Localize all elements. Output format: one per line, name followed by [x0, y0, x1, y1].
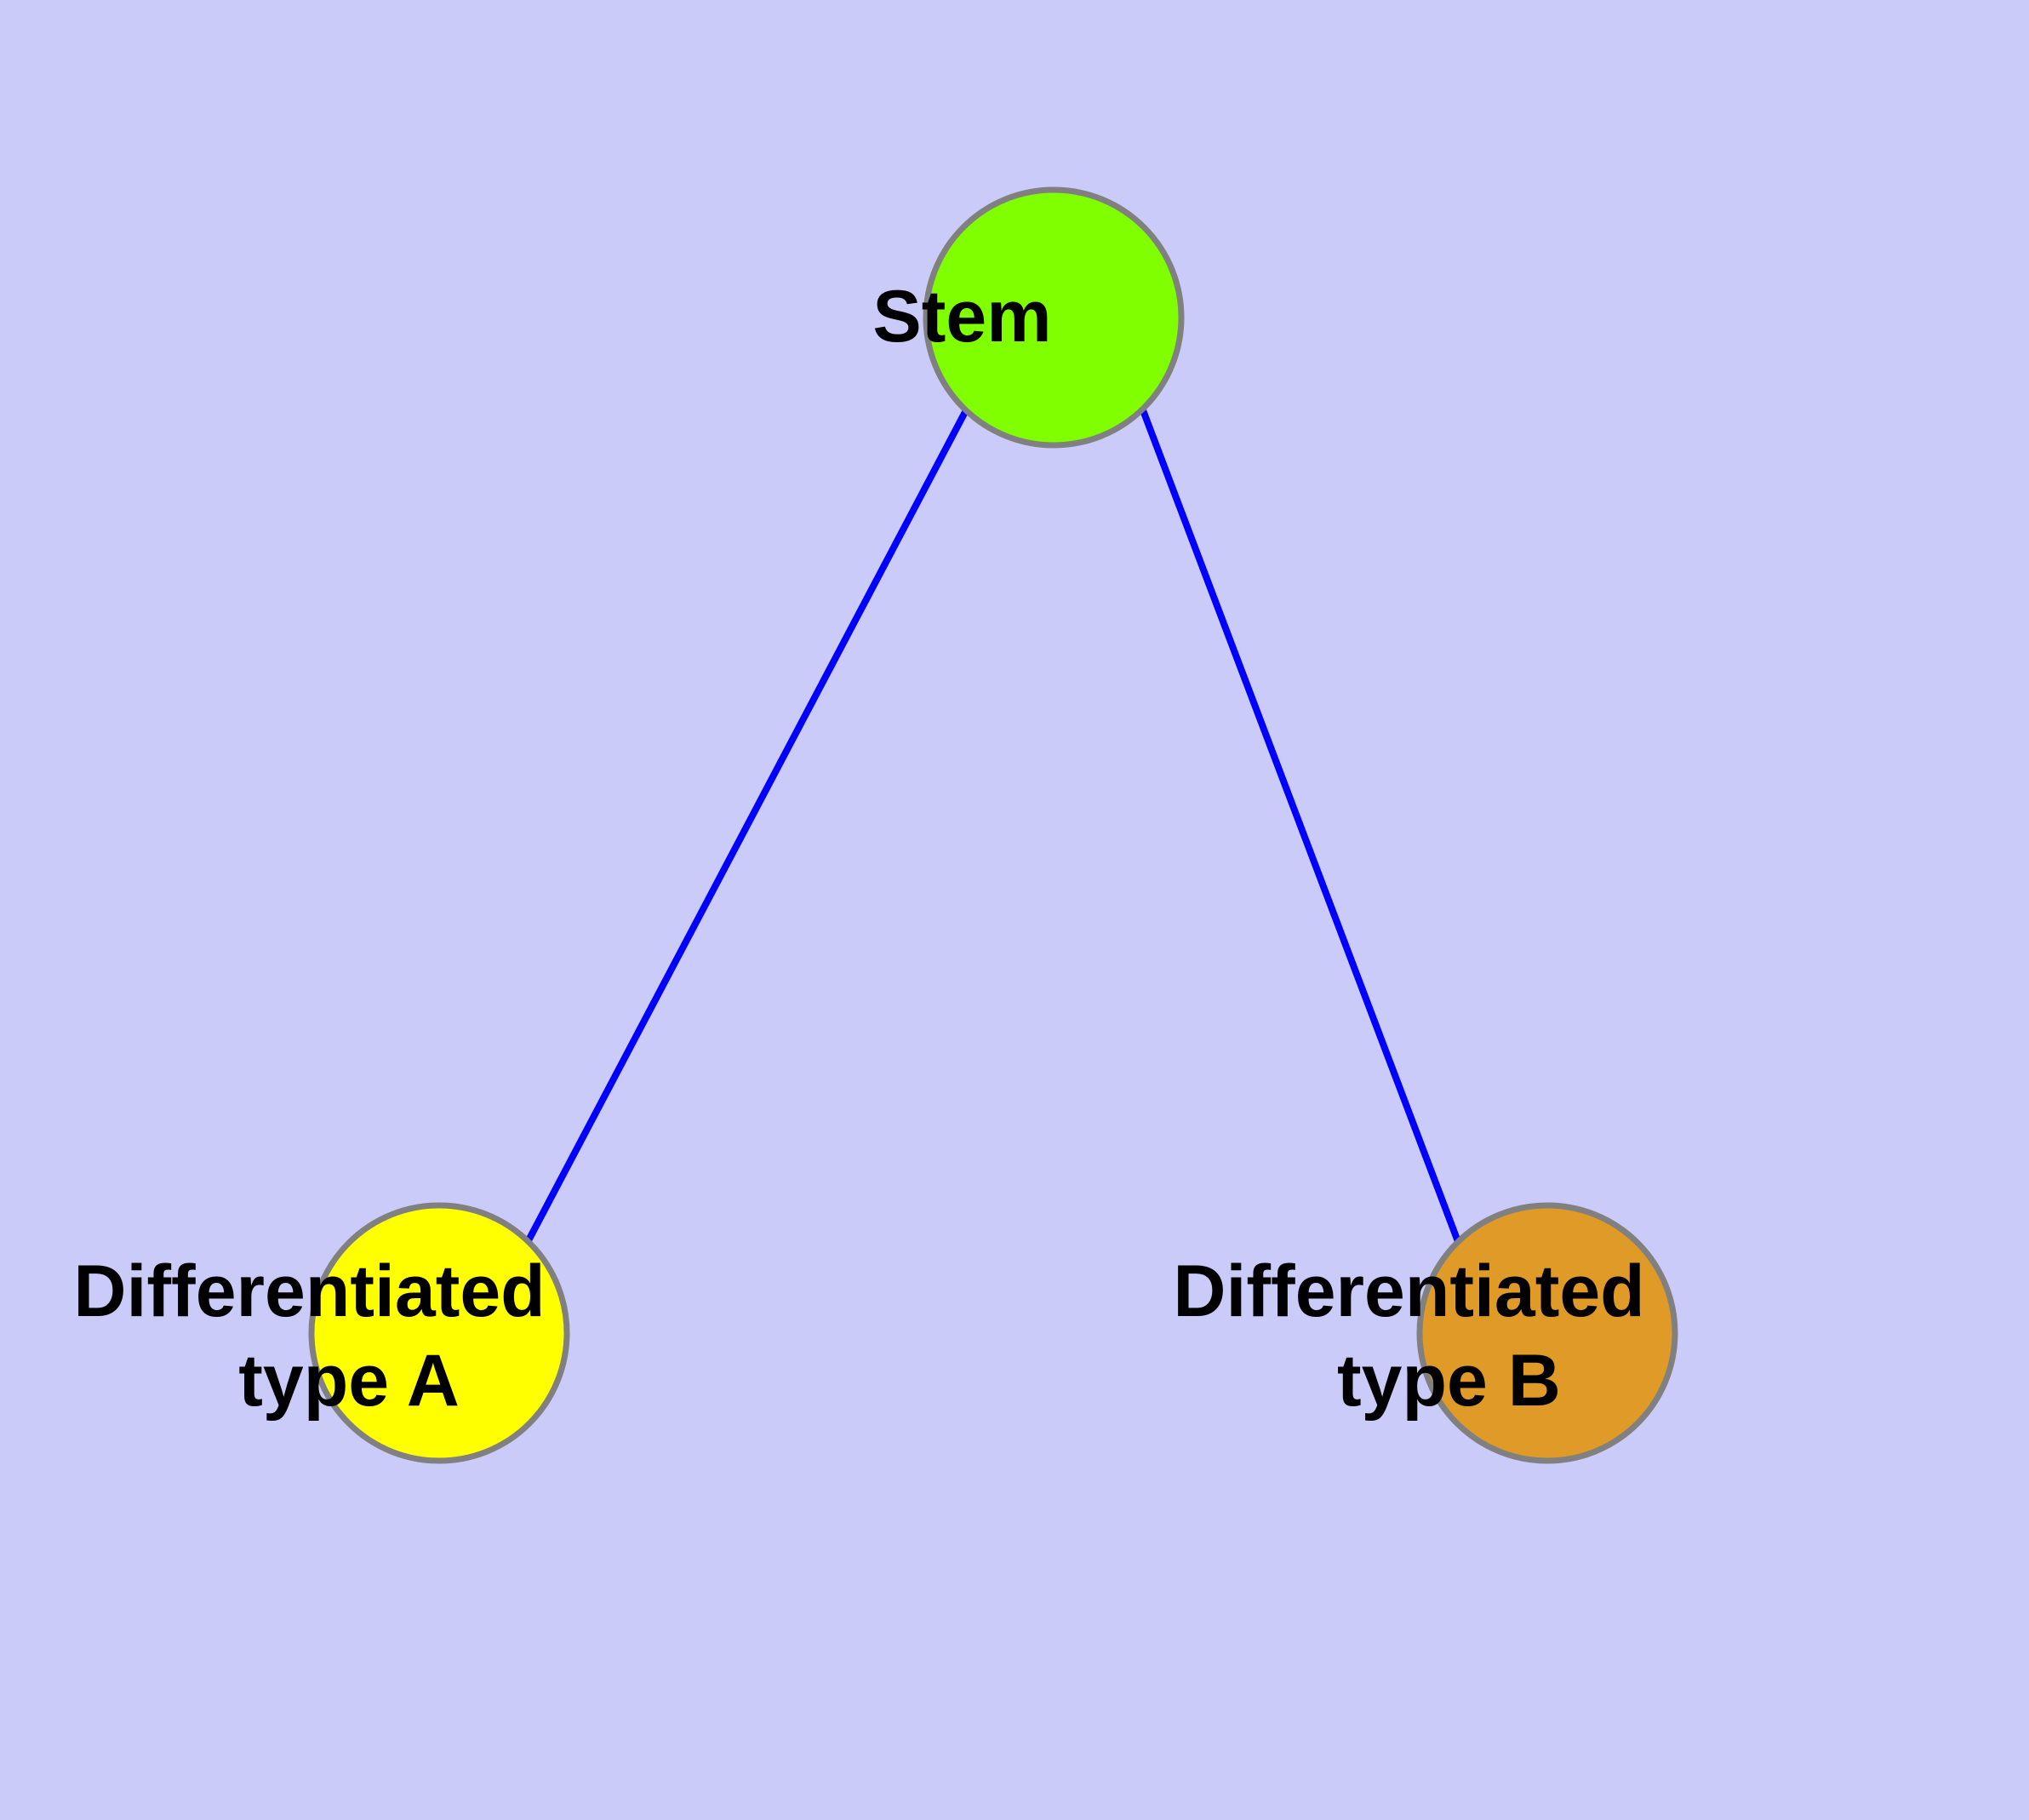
edge-stem-to-diff-b[interactable]: [1140, 409, 1462, 1245]
node-stem[interactable]: Stem: [872, 186, 1234, 449]
node-diff-b[interactable]: Differentiated type B: [1173, 1202, 1868, 1464]
node-stem-label-line-1: Stem: [872, 276, 1051, 358]
node-stem-label: Stem: [872, 276, 1234, 358]
node-diff-b-label-line-1: Differentiated: [1173, 1251, 1644, 1332]
node-diff-a[interactable]: Differentiated type A: [73, 1202, 769, 1464]
node-diff-b-circle[interactable]: [1416, 1202, 1678, 1464]
node-diff-a-label: Differentiated type A: [73, 1251, 769, 1422]
node-diff-b-label-line-2: type B: [1337, 1340, 1561, 1422]
node-diff-a-label-line-2: type A: [238, 1340, 458, 1422]
node-diff-a-label-line-1: Differentiated: [73, 1251, 545, 1332]
node-layer: Stem Differentiated type A Differentiate…: [73, 186, 1868, 1464]
edge-layer: [524, 409, 1462, 1245]
node-diff-a-circle[interactable]: [308, 1202, 570, 1464]
node-diff-b-label: Differentiated type B: [1173, 1251, 1868, 1422]
edge-stem-to-diff-a[interactable]: [524, 409, 969, 1244]
node-stem-circle[interactable]: [923, 186, 1185, 449]
